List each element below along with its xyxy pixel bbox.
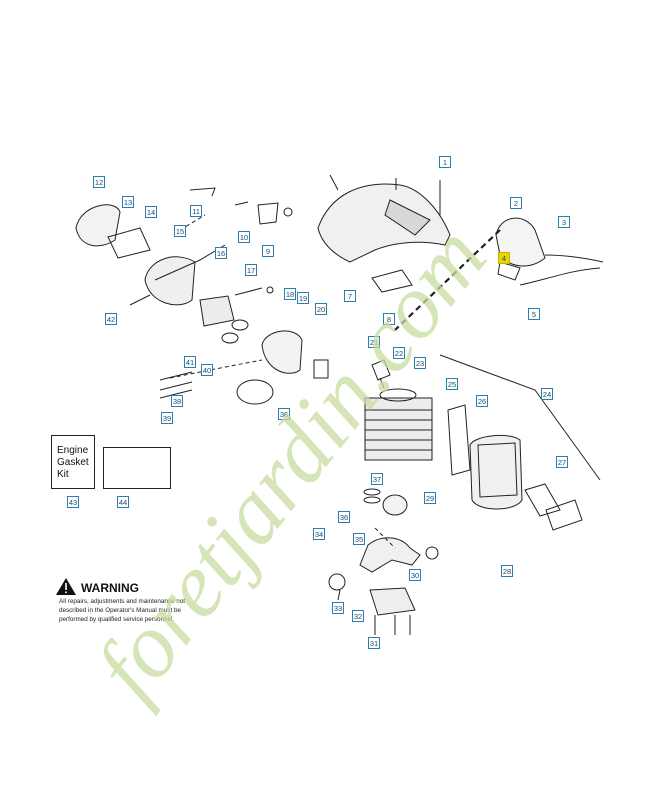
callout-17: 17: [245, 264, 257, 276]
callout-41: 41: [184, 356, 196, 368]
callout-20: 20: [315, 303, 327, 315]
callout-29: 29: [424, 492, 436, 504]
warning-line-3: performed by qualified service personnel…: [59, 616, 175, 623]
callout-14: 14: [145, 206, 157, 218]
callout-15: 15: [174, 225, 186, 237]
piston: [382, 494, 408, 516]
callout-24: 24: [541, 388, 553, 400]
callout-38: 38: [171, 395, 183, 407]
callout-28: 28: [501, 565, 513, 577]
callout-7: 7: [344, 290, 356, 302]
callout-23: 23: [414, 357, 426, 369]
callout-40: 40: [201, 364, 213, 376]
muffler-body: [469, 434, 523, 510]
intake-manifold: [261, 330, 303, 374]
callout-39: 39: [161, 412, 173, 424]
callout-36: 36: [278, 408, 290, 420]
callout-30: 30: [409, 569, 421, 581]
cylinder: [364, 397, 433, 461]
callout-31: 31: [368, 637, 380, 649]
callout-37: 37: [371, 473, 383, 485]
callout-26: 26: [476, 395, 488, 407]
air-filter: [107, 227, 151, 259]
gasket-kit-box: [51, 435, 95, 489]
crankshaft: [359, 537, 421, 573]
callout-2: 2: [510, 197, 522, 209]
warning-line-2: described in the Operator's Manual must …: [59, 607, 181, 614]
muffler-gasket: [447, 404, 471, 476]
cover-plate: [371, 269, 413, 293]
callout-11: 11: [190, 205, 202, 217]
kit-line-3: Kit: [57, 469, 69, 480]
air-filter-cover: [75, 204, 121, 247]
callout-3: 3: [558, 216, 570, 228]
callout-27: 27: [556, 456, 568, 468]
callout-16: 16: [215, 247, 227, 259]
warning-triangle-icon: [56, 578, 76, 595]
cylinder-cover: [317, 183, 451, 263]
spark-plug: [371, 359, 391, 381]
callout-43: 43: [67, 496, 79, 508]
carburetor: [199, 295, 235, 327]
crankcase-bottom: [369, 587, 416, 616]
callout-9: 9: [262, 245, 274, 257]
callout-34: 34: [313, 528, 325, 540]
carb-bracket: [144, 256, 196, 306]
muffler-cover: [545, 499, 583, 531]
callout-32: 32: [352, 610, 364, 622]
callout-44: 44: [117, 496, 129, 508]
callout-10: 10: [238, 231, 250, 243]
callout-36: 36: [338, 511, 350, 523]
callout-18: 18: [284, 288, 296, 300]
callout-33: 33: [332, 602, 344, 614]
kit-line-2: Gasket: [57, 457, 89, 468]
muffler-screen: [524, 483, 561, 517]
callout-25: 25: [446, 378, 458, 390]
warning-line-1: All repairs, adjustments and maintenance…: [59, 598, 186, 605]
callout-35: 35: [353, 533, 365, 545]
warning-title: WARNING: [81, 581, 139, 595]
gasket-kit-drawing-box: [103, 447, 171, 489]
callout-13: 13: [122, 196, 134, 208]
callout-1: 1: [439, 156, 451, 168]
callout-21: 21: [368, 336, 380, 348]
starter-washer: [236, 379, 274, 405]
callout-12: 12: [93, 176, 105, 188]
callout-19: 19: [297, 292, 309, 304]
callout-5: 5: [528, 308, 540, 320]
kit-line-1: Engine: [57, 445, 89, 456]
callout-22: 22: [393, 347, 405, 359]
callout-4: 4: [498, 252, 510, 264]
callout-42: 42: [105, 313, 117, 325]
callout-8: 8: [383, 313, 395, 325]
